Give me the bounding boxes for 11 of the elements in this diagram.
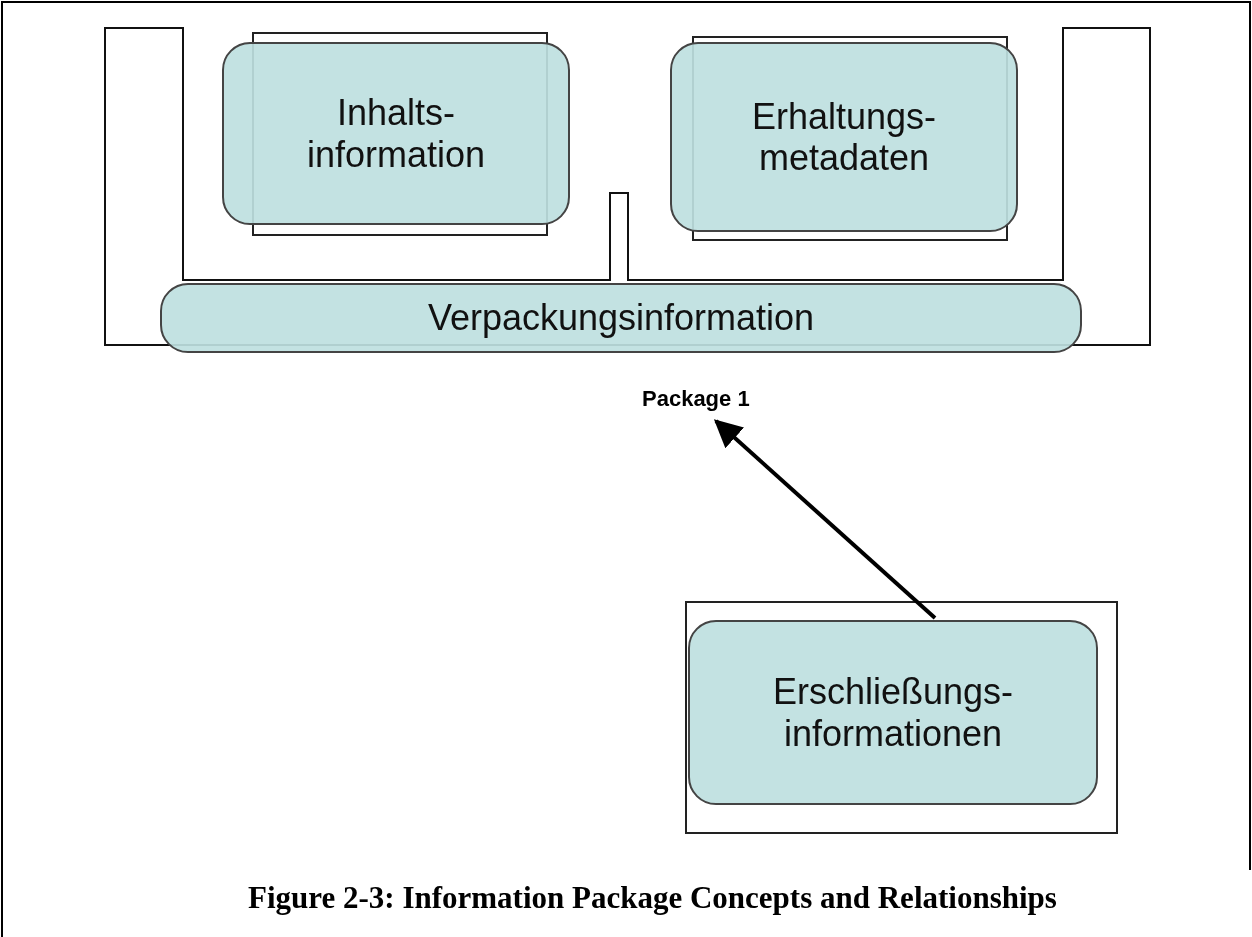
- box-label: Inhalts- information: [305, 92, 487, 175]
- box-label: Erschließungs- informationen: [771, 671, 1015, 754]
- packaging-bar: [160, 283, 1082, 353]
- box-label: Verpackungsinformation: [426, 297, 816, 339]
- content-box: [670, 42, 1018, 232]
- box-label: Erhaltungs- metadaten: [750, 95, 938, 179]
- arrow: [713, 419, 937, 620]
- figure-caption: Figure 2-3: Information Package Concepts and Relationships: [248, 880, 1057, 916]
- package-label: Package 1: [642, 386, 750, 412]
- content-box: [222, 42, 570, 225]
- content-box: [688, 620, 1098, 805]
